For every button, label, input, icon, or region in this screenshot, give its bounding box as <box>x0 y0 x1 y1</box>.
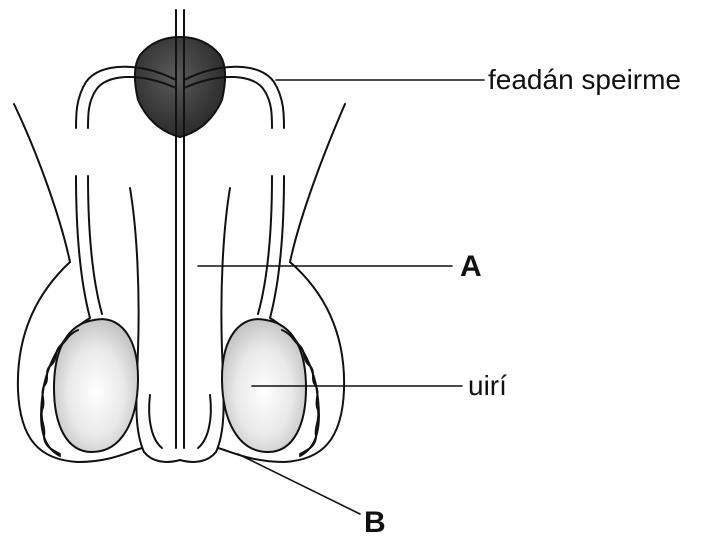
label-testis: uirí <box>468 372 507 400</box>
left-body-outline <box>14 104 70 262</box>
penis-glans <box>144 452 216 462</box>
right-vas-inner <box>258 176 272 314</box>
label-a: A <box>460 252 482 282</box>
prostate-gland <box>135 37 225 137</box>
glans-curve-right <box>198 395 211 448</box>
glans-curve-left <box>149 395 162 448</box>
label-sperm-duct: feadán speirme <box>488 66 681 94</box>
leader-line-b <box>238 454 360 514</box>
label-b: B <box>364 508 386 538</box>
left-vas-inner <box>88 176 102 314</box>
right-body-outline <box>290 104 345 262</box>
